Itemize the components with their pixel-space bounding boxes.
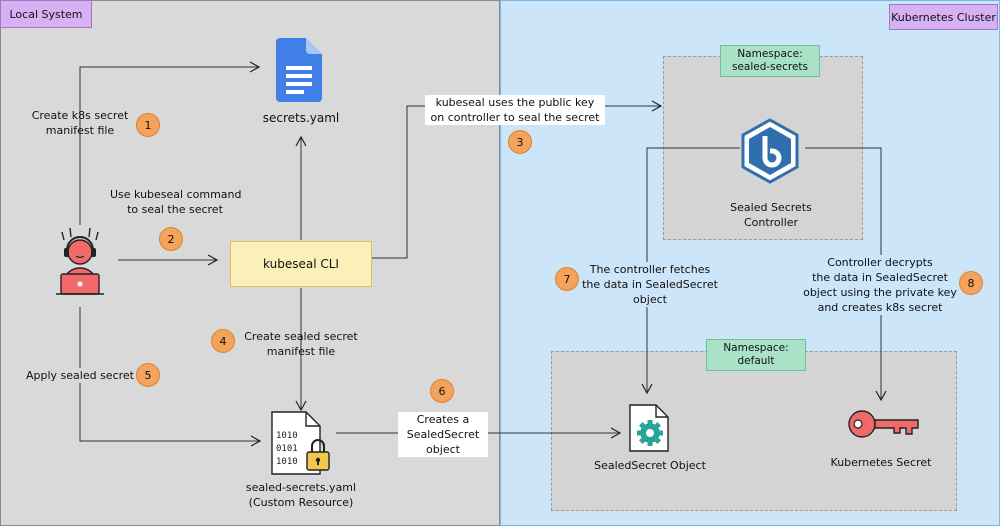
svg-text:1010: 1010 [276, 431, 298, 441]
step-7-line2: the data in SealedSecret [582, 278, 718, 291]
arrow-controller-to-object [641, 147, 740, 395]
kubeseal-cli-box: kubeseal CLI [230, 241, 372, 287]
controller-line1: Sealed Secrets [730, 201, 812, 214]
sealedsecret-object-label: SealedSecret Object [594, 459, 706, 472]
step-8-line3: object using the private key [803, 286, 957, 299]
sealed-secrets-logo-icon [741, 118, 799, 184]
step-8-line2: the data in SealedSecret [812, 271, 948, 284]
step-1-text: Create k8s secret manifest file [25, 108, 135, 138]
step-8-line4: and creates k8s secret [817, 301, 943, 314]
step-1-badge: 1 [136, 113, 160, 137]
step-4-text: Create sealed secret manifest file [236, 329, 366, 359]
step-6-badge: 6 [430, 379, 454, 403]
step-6-line2: SealedSecret [406, 428, 480, 441]
arrow-cli-to-controller [372, 100, 663, 259]
namespace-default-label: Namespace:default [706, 339, 806, 371]
step-6-line3: object [426, 443, 460, 456]
arrow-controller-to-k8s-secret [805, 147, 887, 402]
sealed-yaml-line1: sealed-secrets.yaml [245, 481, 357, 494]
step-7-line3: object [633, 293, 667, 306]
kubernetes-secret-label: Kubernetes Secret [830, 456, 932, 469]
gear-file-icon [629, 404, 669, 452]
key-icon [848, 410, 919, 438]
arrow-user-to-secrets-yaml [79, 61, 261, 225]
step-5-badge: 5 [136, 363, 160, 387]
step-3-text: kubeseal uses the public key on controll… [425, 95, 605, 125]
namespace-sealed-secrets-label: Namespace:sealed-secrets [720, 45, 820, 77]
step-3-line2: on controller to seal the secret [430, 111, 600, 124]
local-system-label: Local System [0, 0, 92, 28]
sealed-yaml-line2: (Custom Resource) [248, 496, 354, 509]
step-7-text: The controller fetches the data in Seale… [580, 262, 720, 307]
step-5-text: Apply sealed secret [25, 368, 135, 383]
step-8-line1: Controller decrypts [827, 256, 933, 269]
step-8-text: Controller decrypts the data in SealedSe… [800, 255, 960, 315]
binary-lock-file-icon: 1010 0101 1010 [271, 411, 330, 475]
sealed-secrets-yaml-label: sealed-secrets.yaml (Custom Resource) [226, 480, 376, 510]
svg-text:1010: 1010 [276, 457, 298, 467]
step-7-line1: The controller fetches [589, 263, 711, 276]
document-icon [276, 38, 322, 102]
step-2-line2: to seal the secret [127, 203, 223, 216]
arrow-user-to-sealed-yaml [79, 307, 262, 447]
step-3-badge: 3 [508, 130, 532, 154]
kubernetes-cluster-label: Kubernetes Cluster [889, 4, 998, 30]
user-laptop-icon [56, 227, 104, 295]
namespace-sealed-line2: sealed-secrets [731, 61, 809, 73]
step-7-badge: 7 [555, 267, 579, 291]
step-3-line1: kubeseal uses the public key [435, 96, 595, 109]
step-1-line1: Create k8s secret [31, 109, 129, 122]
secrets-yaml-label: secrets.yaml [262, 111, 340, 125]
step-1-line2: manifest file [45, 124, 115, 137]
step-6-text: Creates a SealedSecret object [398, 412, 488, 457]
step-2-text: Use kubeseal command to seal the secret [110, 187, 242, 217]
step-4-line2: manifest file [266, 345, 336, 358]
step-4-line1: Create sealed secret [244, 330, 358, 343]
namespace-default-line1: Namespace: [723, 342, 789, 354]
step-2-line1: Use kubeseal command [110, 188, 242, 201]
controller-line2: Controller [743, 216, 799, 229]
controller-label: Sealed Secrets Controller [701, 200, 841, 230]
step-8-badge: 8 [959, 271, 983, 295]
namespace-sealed-line1: Namespace: [737, 48, 803, 60]
step-4-badge: 4 [211, 329, 235, 353]
namespace-default-line2: default [737, 355, 775, 367]
step-6-line1: Creates a [416, 413, 470, 426]
step-2-badge: 2 [159, 227, 183, 251]
svg-text:0101: 0101 [276, 444, 298, 454]
